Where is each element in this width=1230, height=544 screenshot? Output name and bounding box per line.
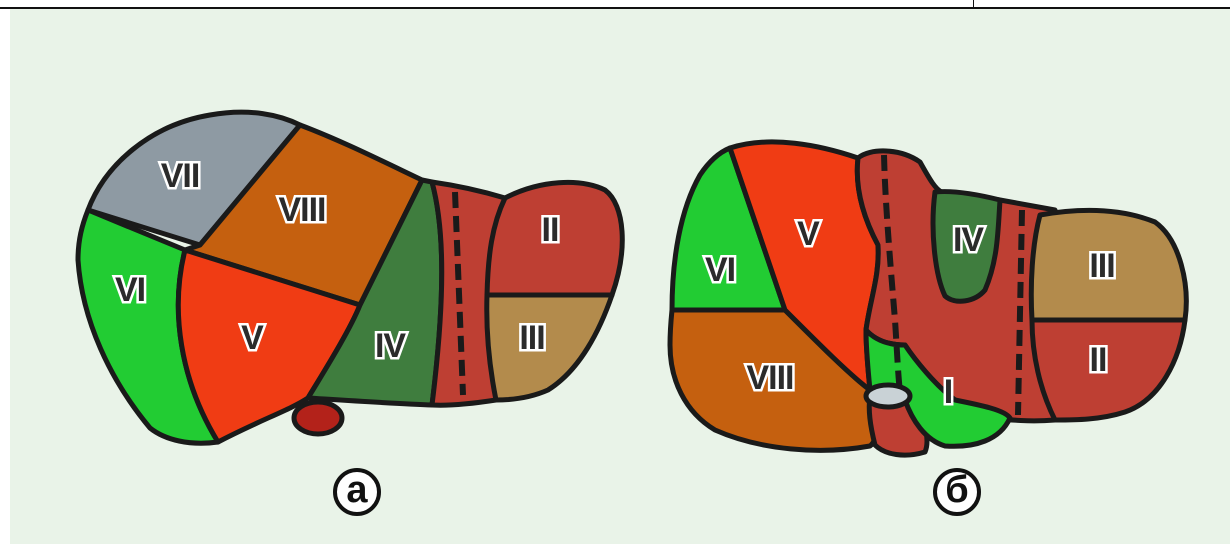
label-b-III: III [1089, 247, 1114, 285]
label-a-VIII: VIII [278, 191, 325, 229]
subfigure-label-a: a [335, 469, 379, 514]
label-a-text: a [346, 469, 368, 511]
subfigure-label-b: б [935, 469, 979, 514]
label-a-IV: IV [375, 327, 406, 365]
label-b-VIII: VIII [746, 359, 793, 397]
liver-diagram-b [670, 142, 1186, 455]
dashed-line-b-right [1018, 210, 1022, 415]
label-b-V: V [797, 215, 820, 253]
label-a-VII: VII [161, 157, 200, 195]
label-a-V: V [241, 319, 264, 357]
label-b-text: б [945, 469, 968, 511]
label-a-III: III [519, 319, 544, 357]
label-b-IV: IV [953, 221, 984, 259]
label-a-VI: VI [115, 271, 145, 309]
gallbladder [294, 402, 342, 434]
liver-diagram-a [78, 112, 622, 443]
label-b-II: II [1090, 341, 1107, 379]
vena-cava-opening [866, 385, 910, 407]
label-a-II: II [542, 211, 559, 249]
label-b-I: I [944, 373, 952, 411]
label-b-VI: VI [705, 251, 735, 289]
segment-a-III [487, 295, 612, 400]
segment-b-II [1032, 320, 1185, 420]
